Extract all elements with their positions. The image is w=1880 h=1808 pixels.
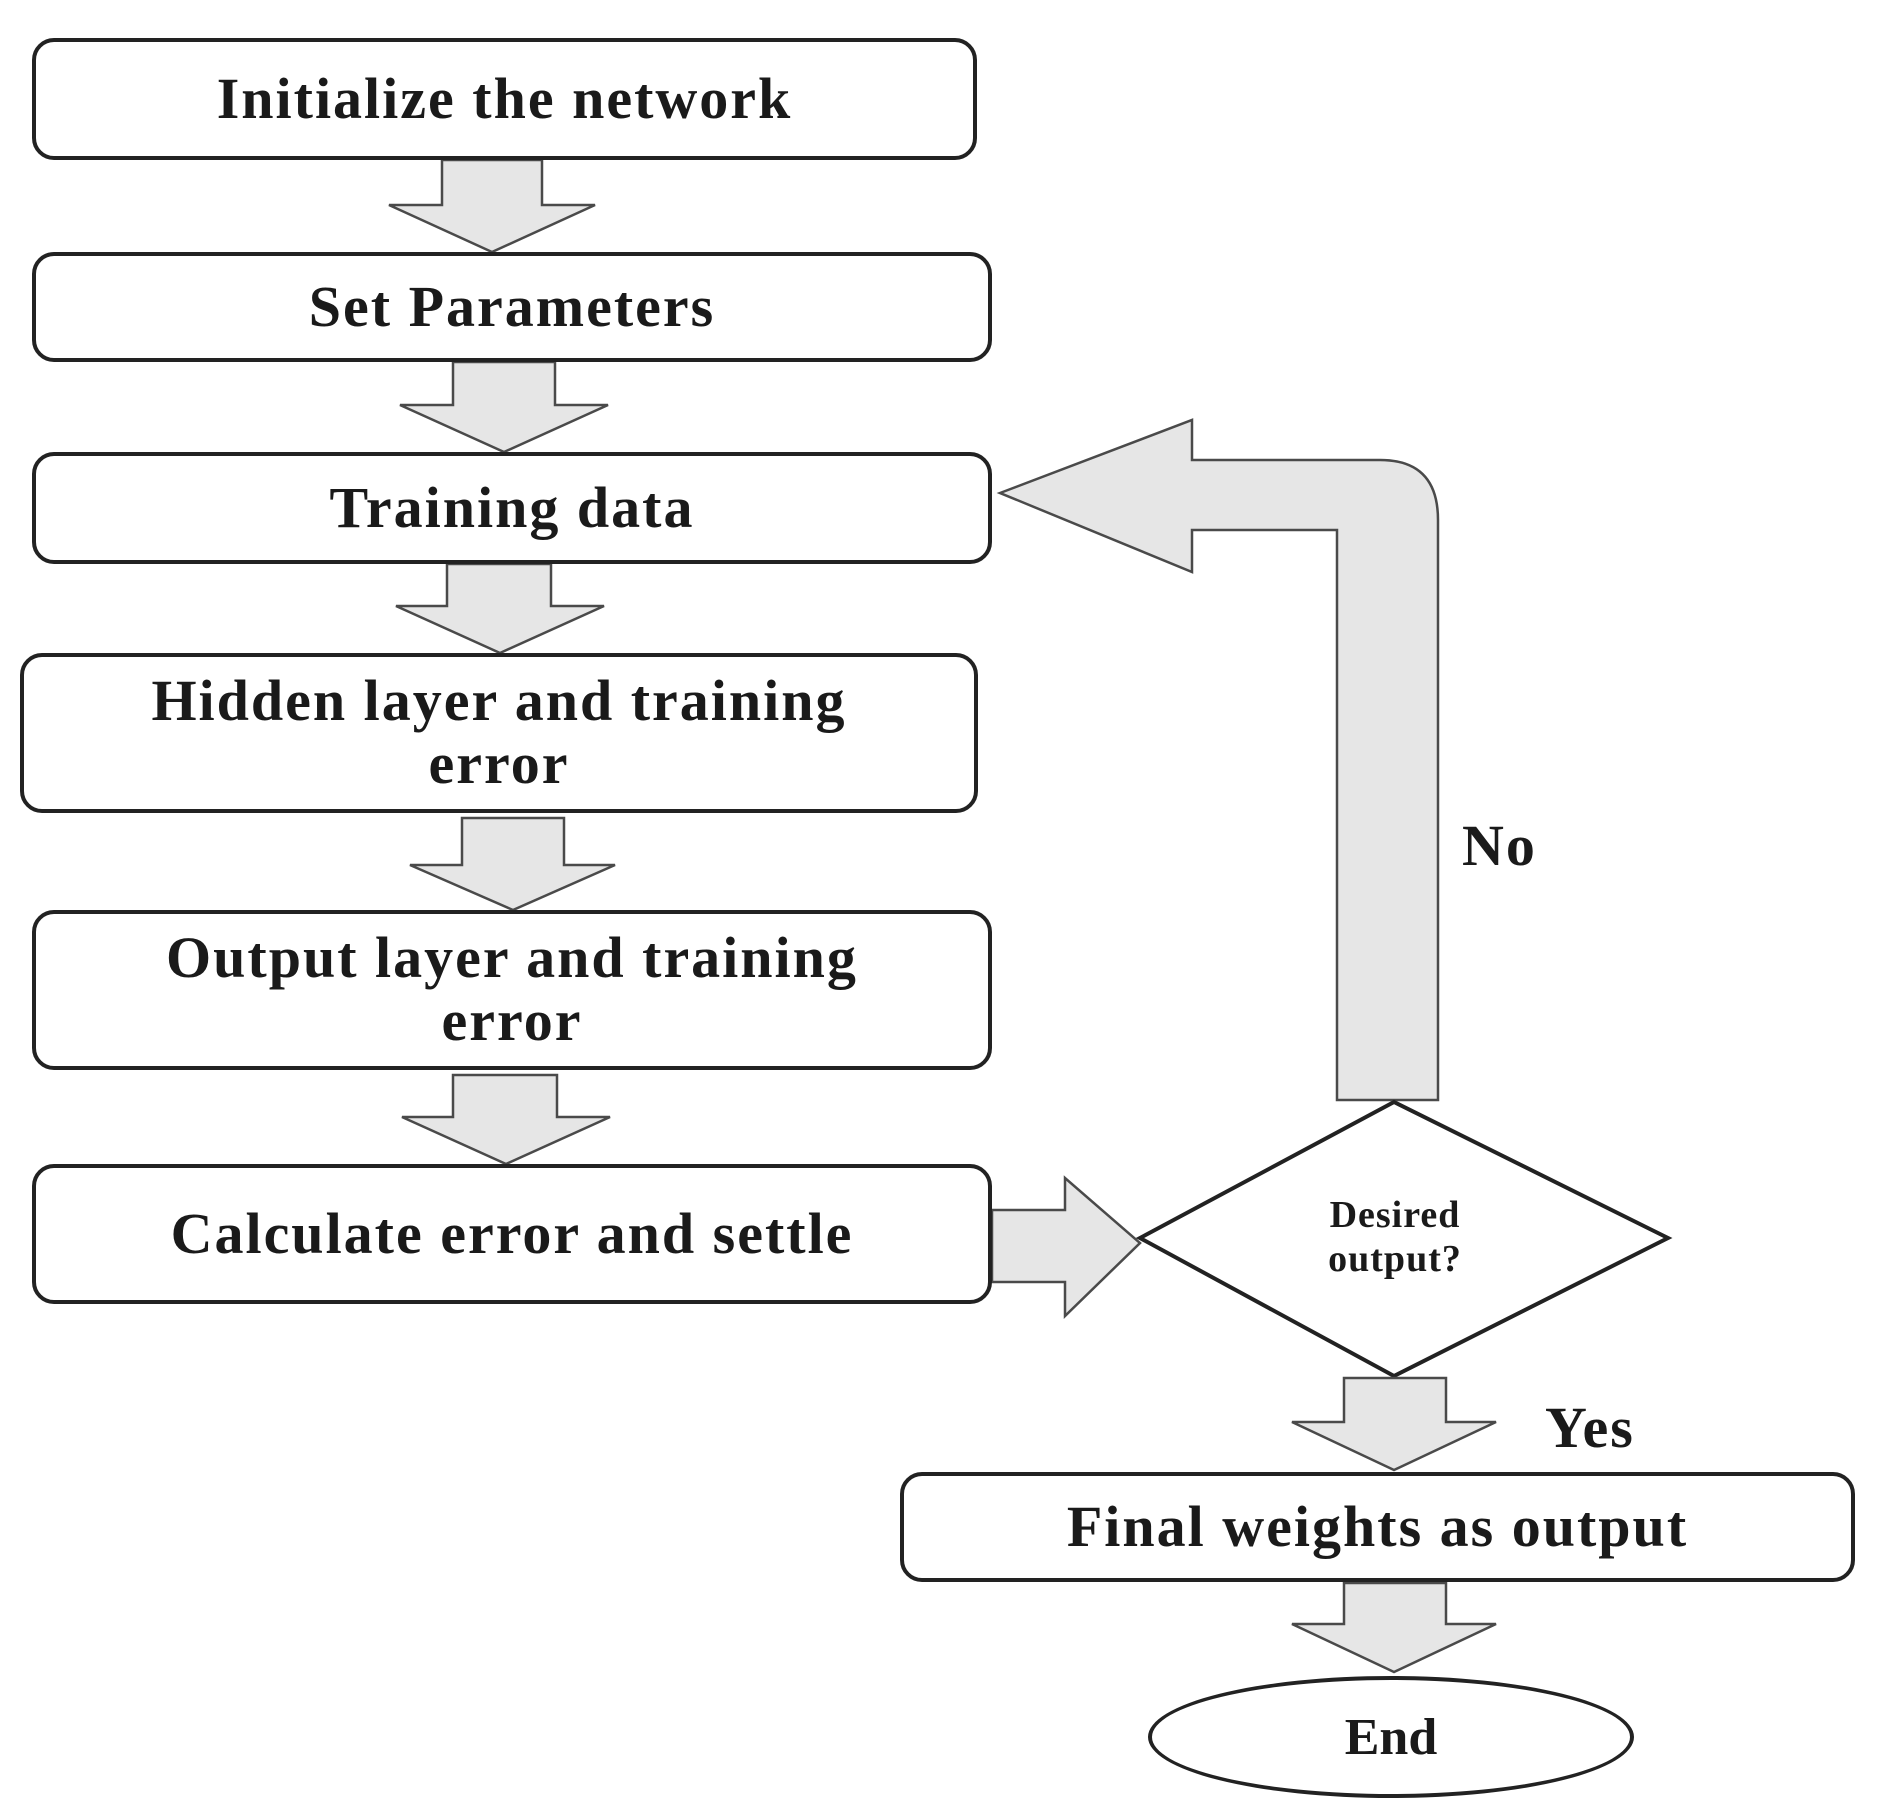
node-hidden-layer-line-1: Hidden layer and training	[151, 668, 847, 734]
node-calculate-error: Calculate error and settle	[32, 1164, 992, 1304]
arrow-init-to-params	[388, 158, 596, 254]
arrow-calc-to-decision	[990, 1175, 1142, 1319]
node-final-weights: Final weights as output	[900, 1472, 1855, 1582]
arrow-params-to-training	[399, 360, 609, 454]
node-hidden-layer: Hidden layer and training error	[20, 653, 978, 813]
node-end: End	[1148, 1676, 1634, 1798]
arrow-decision-to-final	[1291, 1376, 1497, 1472]
decision-diamond	[1135, 1099, 1673, 1379]
decision-label-line-2: output?	[1328, 1237, 1462, 1280]
arrow-output-to-calc	[401, 1073, 611, 1166]
node-output-layer-line-1: Output layer and training	[166, 925, 858, 991]
arrow-hidden-to-output	[409, 816, 616, 912]
node-output-layer-line-2: error	[441, 988, 583, 1053]
arrow-no-loop	[996, 418, 1440, 1102]
node-training-data-label: Training data	[329, 474, 695, 540]
node-calculate-error-label: Calculate error and settle	[170, 1200, 854, 1266]
node-final-weights-label: Final weights as output	[1066, 1493, 1689, 1559]
node-end-label: End	[1344, 1708, 1438, 1766]
decision-label: Desired output?	[1250, 1194, 1540, 1281]
node-training-data: Training data	[32, 452, 992, 564]
node-hidden-layer-line-2: error	[428, 731, 570, 796]
edge-label-yes: Yes	[1545, 1395, 1635, 1460]
arrow-final-to-end	[1291, 1581, 1497, 1674]
node-output-layer: Output layer and training error	[32, 910, 992, 1070]
node-initialize-network-label: Initialize the network	[216, 65, 793, 131]
edge-label-no: No	[1462, 813, 1537, 878]
node-initialize-network: Initialize the network	[32, 38, 977, 160]
decision-label-line-1: Desired	[1329, 1194, 1461, 1236]
arrow-training-to-hidden	[395, 562, 605, 655]
node-set-parameters: Set Parameters	[32, 252, 992, 362]
node-set-parameters-label: Set Parameters	[308, 273, 716, 339]
